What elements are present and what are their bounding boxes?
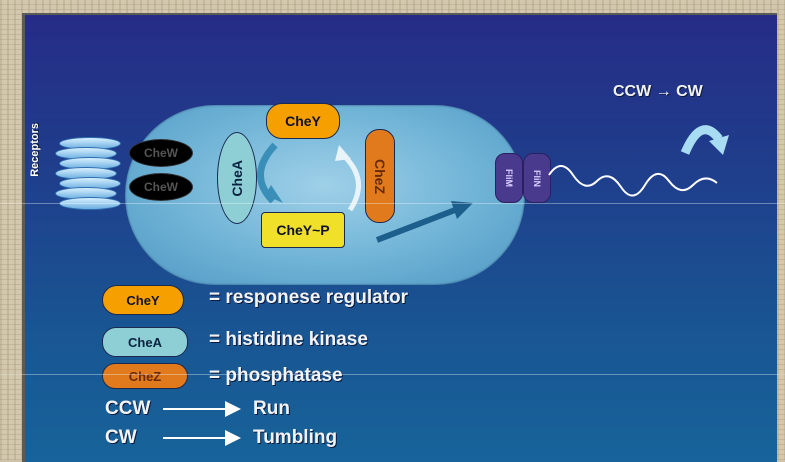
flim-label: FliM bbox=[504, 169, 514, 187]
legend-chea-pill: CheA bbox=[102, 327, 188, 357]
chez-label: CheZ bbox=[372, 158, 388, 194]
run-value: Run bbox=[253, 398, 290, 419]
dephosphorylation-arrow bbox=[341, 153, 361, 212]
scanline bbox=[0, 203, 785, 204]
legend-chey-text: = responese regulator bbox=[209, 287, 409, 308]
tumble-key: CW bbox=[105, 427, 137, 448]
motor-arrowhead bbox=[451, 201, 473, 219]
legend-chez-text: = phosphatase bbox=[209, 365, 343, 386]
tumble-value: Tumbling bbox=[253, 427, 338, 448]
flagellum bbox=[548, 165, 718, 197]
chew-bottom: CheW bbox=[129, 173, 193, 201]
phosphorylation-arrowhead bbox=[265, 185, 283, 203]
flin-label: FliN bbox=[532, 169, 542, 187]
legend-chez-pill: CheZ bbox=[102, 363, 188, 389]
chey-p-box: CheY~P bbox=[261, 212, 345, 248]
dephosphorylation-arrowhead bbox=[335, 145, 351, 161]
chey-box: CheY bbox=[266, 103, 340, 139]
arrows-layer bbox=[163, 125, 729, 446]
slide-panel: Receptors CheW CheW CheA CheY CheY~P Che… bbox=[22, 13, 777, 462]
run-key: CCW bbox=[105, 398, 151, 419]
scanline bbox=[0, 374, 785, 375]
motor-arrow bbox=[375, 207, 457, 243]
ccw-cw-label: CCW → CW bbox=[613, 83, 703, 100]
legend-chey-pill: CheY bbox=[102, 285, 184, 315]
legend-chea-text: = histidine kinase bbox=[209, 329, 368, 350]
chew-top: CheW bbox=[129, 139, 193, 167]
rotation-arrow bbox=[680, 125, 723, 155]
receptor bbox=[59, 197, 121, 210]
rotation-arrowhead bbox=[709, 135, 729, 155]
